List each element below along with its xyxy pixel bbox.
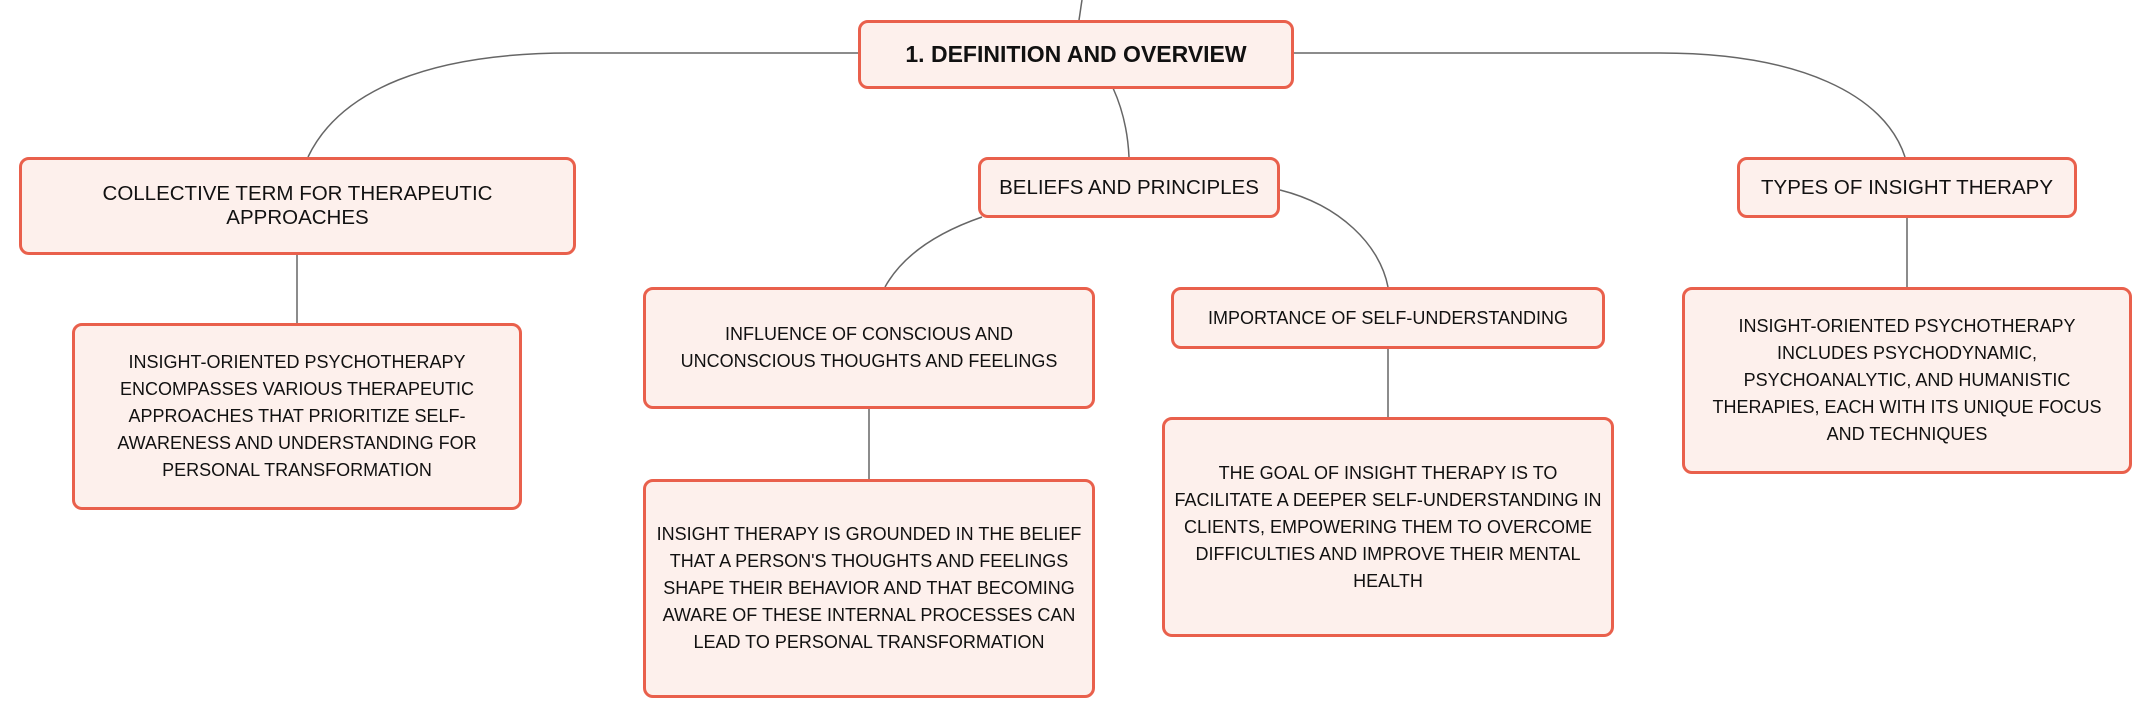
connector-root-to-beliefs: [1112, 87, 1130, 158]
connector-beliefs-to-influence: [884, 216, 983, 288]
types-detail: INSIGHT-ORIENTED PSYCHOTHERAPY INCLUDES …: [1712, 316, 2102, 444]
connector-root-to-types: [1292, 52, 1906, 158]
collective-term-detail: INSIGHT-ORIENTED PSYCHOTHERAPY ENCOMPASS…: [117, 352, 477, 480]
root-node[interactable]: 1. DEFINITION AND OVERVIEW: [858, 20, 1294, 89]
connector-beliefs-to-importance: [1279, 189, 1389, 288]
collective-term-node[interactable]: COLLECTIVE TERM FOR THERAPEUTIC APPROACH…: [19, 157, 576, 255]
root-label: 1. DEFINITION AND OVERVIEW: [905, 41, 1247, 67]
influence-label: INFLUENCE OF CONSCIOUS AND UNCONSCIOUS T…: [680, 324, 1058, 371]
types-label: TYPES OF INSIGHT THERAPY: [1761, 175, 2053, 199]
types-node[interactable]: TYPES OF INSIGHT THERAPY: [1737, 157, 2077, 218]
collective-term-label: COLLECTIVE TERM FOR THERAPEUTIC APPROACH…: [102, 182, 493, 229]
connector-parent-to-root: [1078, 0, 1083, 21]
influence-detail: INSIGHT THERAPY IS GROUNDED IN THE BELIE…: [656, 524, 1082, 652]
types-detail-node[interactable]: INSIGHT-ORIENTED PSYCHOTHERAPY INCLUDES …: [1682, 287, 2132, 474]
importance-detail: THE GOAL OF INSIGHT THERAPY IS TO FACILI…: [1174, 462, 1602, 591]
beliefs-node[interactable]: BELIEFS AND PRINCIPLES: [978, 157, 1280, 218]
importance-label: IMPORTANCE OF SELF-UNDERSTANDING: [1207, 307, 1569, 328]
importance-detail-node[interactable]: THE GOAL OF INSIGHT THERAPY IS TO FACILI…: [1162, 417, 1614, 637]
influence-node[interactable]: INFLUENCE OF CONSCIOUS AND UNCONSCIOUS T…: [643, 287, 1095, 409]
connector-root-to-collective: [307, 52, 860, 158]
influence-detail-node[interactable]: INSIGHT THERAPY IS GROUNDED IN THE BELIE…: [643, 479, 1095, 698]
importance-node[interactable]: IMPORTANCE OF SELF-UNDERSTANDING: [1171, 287, 1605, 349]
beliefs-label: BELIEFS AND PRINCIPLES: [999, 175, 1259, 199]
collective-term-detail-node[interactable]: INSIGHT-ORIENTED PSYCHOTHERAPY ENCOMPASS…: [72, 323, 522, 510]
